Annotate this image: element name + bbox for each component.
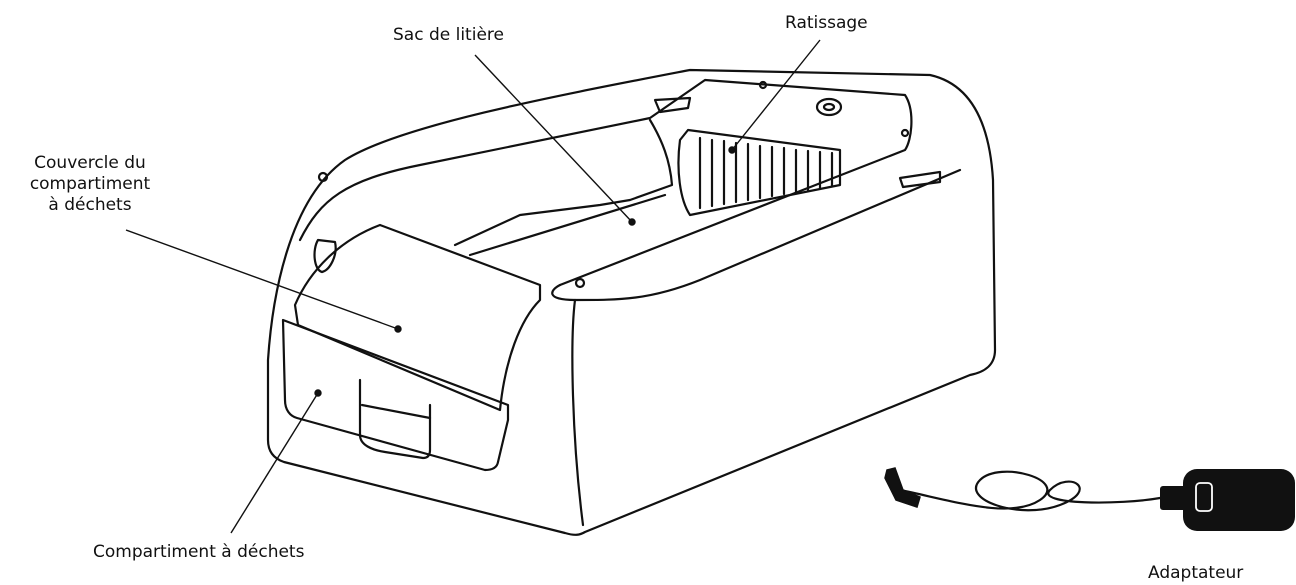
- leader-sac: [474, 54, 633, 223]
- leader-couvercle: [125, 229, 399, 330]
- label-couvercle: Couvercle du compartiment à déchets: [10, 153, 170, 216]
- label-sac-de-litiere: Sac de litière: [393, 25, 504, 45]
- label-adaptateur: Adaptateur: [1148, 563, 1244, 583]
- rake-frame: [677, 128, 842, 217]
- adapter-cable: [898, 470, 1162, 512]
- box-right-panel: [571, 298, 585, 527]
- drawer-handle: [358, 378, 432, 460]
- box-top-opening: [298, 78, 913, 287]
- adapter-body: [1160, 469, 1295, 531]
- adapter-plug: [884, 467, 921, 508]
- top-button: [815, 97, 843, 117]
- label-couvercle-line2: compartiment: [29, 174, 151, 194]
- leader-compartiment: [230, 392, 319, 534]
- waste-lid: [293, 223, 542, 412]
- leader-ratissage: [731, 39, 821, 151]
- waste-drawer: [281, 318, 510, 472]
- bag-edge: [453, 118, 674, 247]
- label-couvercle-line3: à déchets: [48, 195, 132, 215]
- label-ratissage: Ratissage: [785, 13, 868, 33]
- box-front-ridge: [551, 168, 962, 302]
- box-outer-shell: [266, 68, 997, 536]
- label-compartiment-a-dechets: Compartiment à déchets: [93, 542, 305, 562]
- label-couvercle-line1: Couvercle du: [34, 153, 146, 173]
